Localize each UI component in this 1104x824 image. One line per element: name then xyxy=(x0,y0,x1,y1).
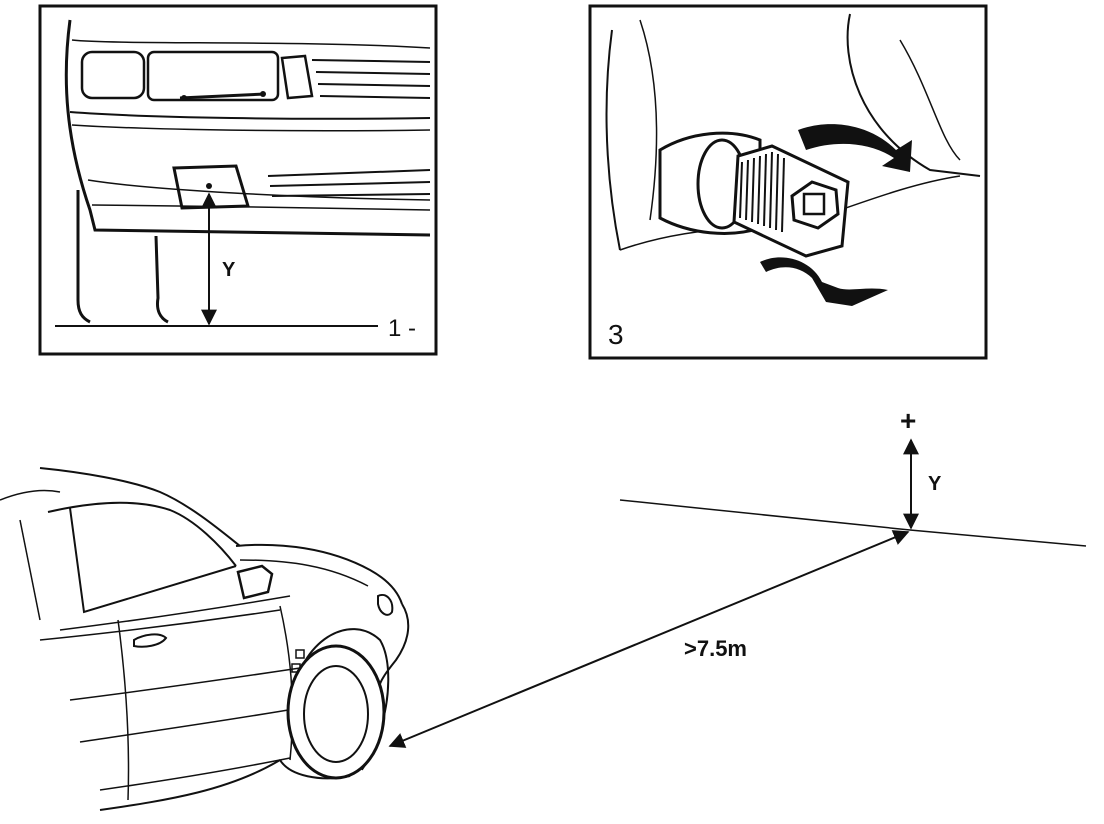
distance-arrow xyxy=(388,530,910,748)
distance-label: >7.5m xyxy=(684,636,747,661)
panel-1-bumper-height: Y 1 - xyxy=(38,4,438,356)
panel-1-lamp-marker xyxy=(172,164,250,210)
panel-3-adjuster: 3 xyxy=(588,4,988,360)
main-scene: + Y >7.5m xyxy=(0,405,1087,811)
main-height-label: Y xyxy=(928,473,942,495)
car-illustration xyxy=(0,467,410,811)
wall-floor-line xyxy=(619,499,1087,547)
panel-1-left-opening xyxy=(80,50,146,100)
panel-3-rotate-arrow-top xyxy=(798,124,912,172)
car-door-edge xyxy=(117,619,130,801)
car-door-handle xyxy=(133,633,168,648)
panel-1-height-label: Y xyxy=(222,259,236,281)
car-front-window xyxy=(69,507,237,614)
panel-3-rotate-arrow-bottom xyxy=(760,257,888,306)
panel-1-center-opening xyxy=(146,50,280,102)
panel-3-number: 3 xyxy=(608,319,624,350)
panel-1-body-outline xyxy=(64,19,431,237)
panel-1-frame xyxy=(38,4,438,356)
car-side-mirror xyxy=(236,564,274,600)
target-mark: + xyxy=(900,405,916,436)
panel-1-number: 1 - xyxy=(388,315,416,342)
